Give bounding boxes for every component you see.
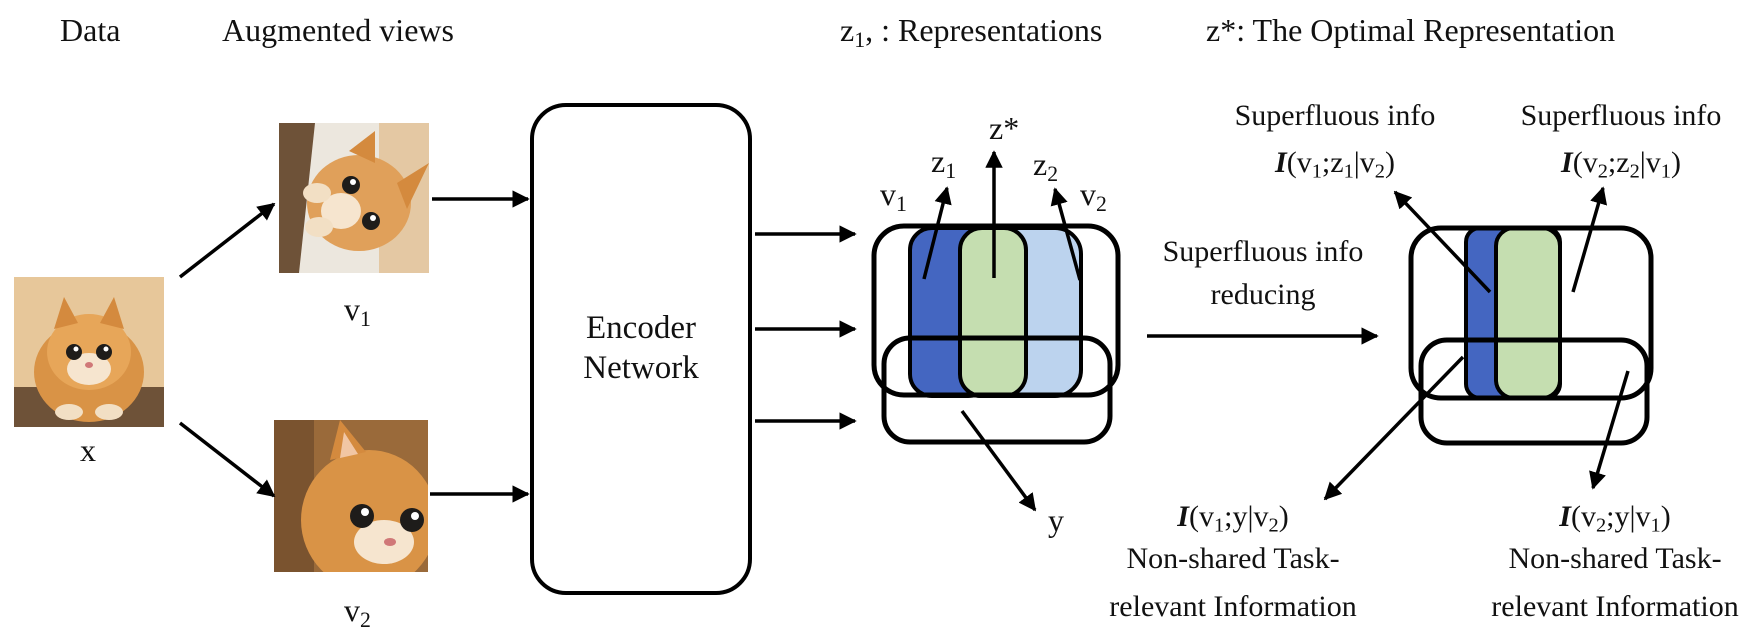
venn-left-zstar: z* [989, 110, 1020, 146]
v1-label-text: v [344, 291, 360, 327]
task-1-line1: Non-shared Task- [1126, 542, 1340, 575]
venn-left-z2: z2 [1033, 146, 1059, 187]
cat-photo-v1 [279, 123, 429, 273]
venn-left-z2-text: z [1033, 146, 1048, 182]
arrow-task-2 [1589, 370, 1630, 490]
superfluous-2-formula: I(v2;z2|v1) [1561, 146, 1681, 183]
middle-reducing: reducing [1210, 278, 1316, 311]
venn-right-zstar-region [1494, 226, 1562, 400]
v1-label: v1 [344, 291, 371, 332]
header-representations-text: , : Representations [865, 12, 1103, 48]
encoder-network-box: Encoder Network [530, 103, 752, 595]
venn-left-z1-text: z [931, 143, 946, 179]
header-representations: z1, : Representations [840, 12, 1103, 53]
arrow-x-v2 [178, 421, 276, 498]
task-2-line2: relevant Information [1491, 590, 1739, 623]
venn-right-outer-v-box [1408, 225, 1654, 401]
venn-left-v1: v1 [880, 176, 907, 217]
task-2-line1: Non-shared Task- [1508, 542, 1722, 575]
arrow-z2 [1050, 187, 1082, 281]
middle-superfluous: Superfluous info [1162, 235, 1364, 268]
arrow-superfluous-1 [1393, 190, 1492, 294]
superfluous-2-title: Superfluous info [1520, 99, 1722, 132]
cat-photo-v2 [274, 420, 428, 572]
task-1-line2: relevant Information [1109, 590, 1357, 623]
superfluous-1-title: Superfluous info [1234, 99, 1436, 132]
encoder-line1: Encoder [586, 310, 696, 347]
x-label: x [80, 432, 96, 468]
task-1-formula: I(v1;y|v2) [1177, 500, 1289, 537]
venn-left-v2-text: v [1080, 176, 1096, 212]
v2-label-text: v [344, 592, 360, 628]
venn-left-y: y [1048, 502, 1064, 538]
arrow-z1 [922, 186, 952, 280]
header-optimal: z*: The Optimal Representation [1206, 12, 1616, 48]
venn-left-outer-v-box [871, 223, 1121, 398]
arrow-x-v1 [178, 202, 276, 279]
arrow-task-1 [1323, 355, 1465, 501]
venn-left-v1-text: v [880, 176, 896, 212]
venn-left-y-box [881, 335, 1113, 445]
venn-left-v2: v2 [1080, 176, 1107, 217]
encoder-line2: Network [583, 350, 699, 386]
task-2-formula: I(v2;y|v1) [1559, 500, 1671, 537]
venn-right-y-box [1418, 337, 1650, 446]
header-augmented-views: Augmented views [222, 12, 454, 48]
cat-photo-x [14, 277, 164, 427]
venn-left-z1: z1 [931, 143, 957, 184]
header-data: Data [60, 12, 121, 48]
v2-label: v2 [344, 592, 371, 633]
superfluous-1-formula: I(v1;z1|v2) [1275, 146, 1395, 183]
arrow-superfluous-2 [1571, 186, 1608, 293]
arrow-y [960, 409, 1037, 512]
